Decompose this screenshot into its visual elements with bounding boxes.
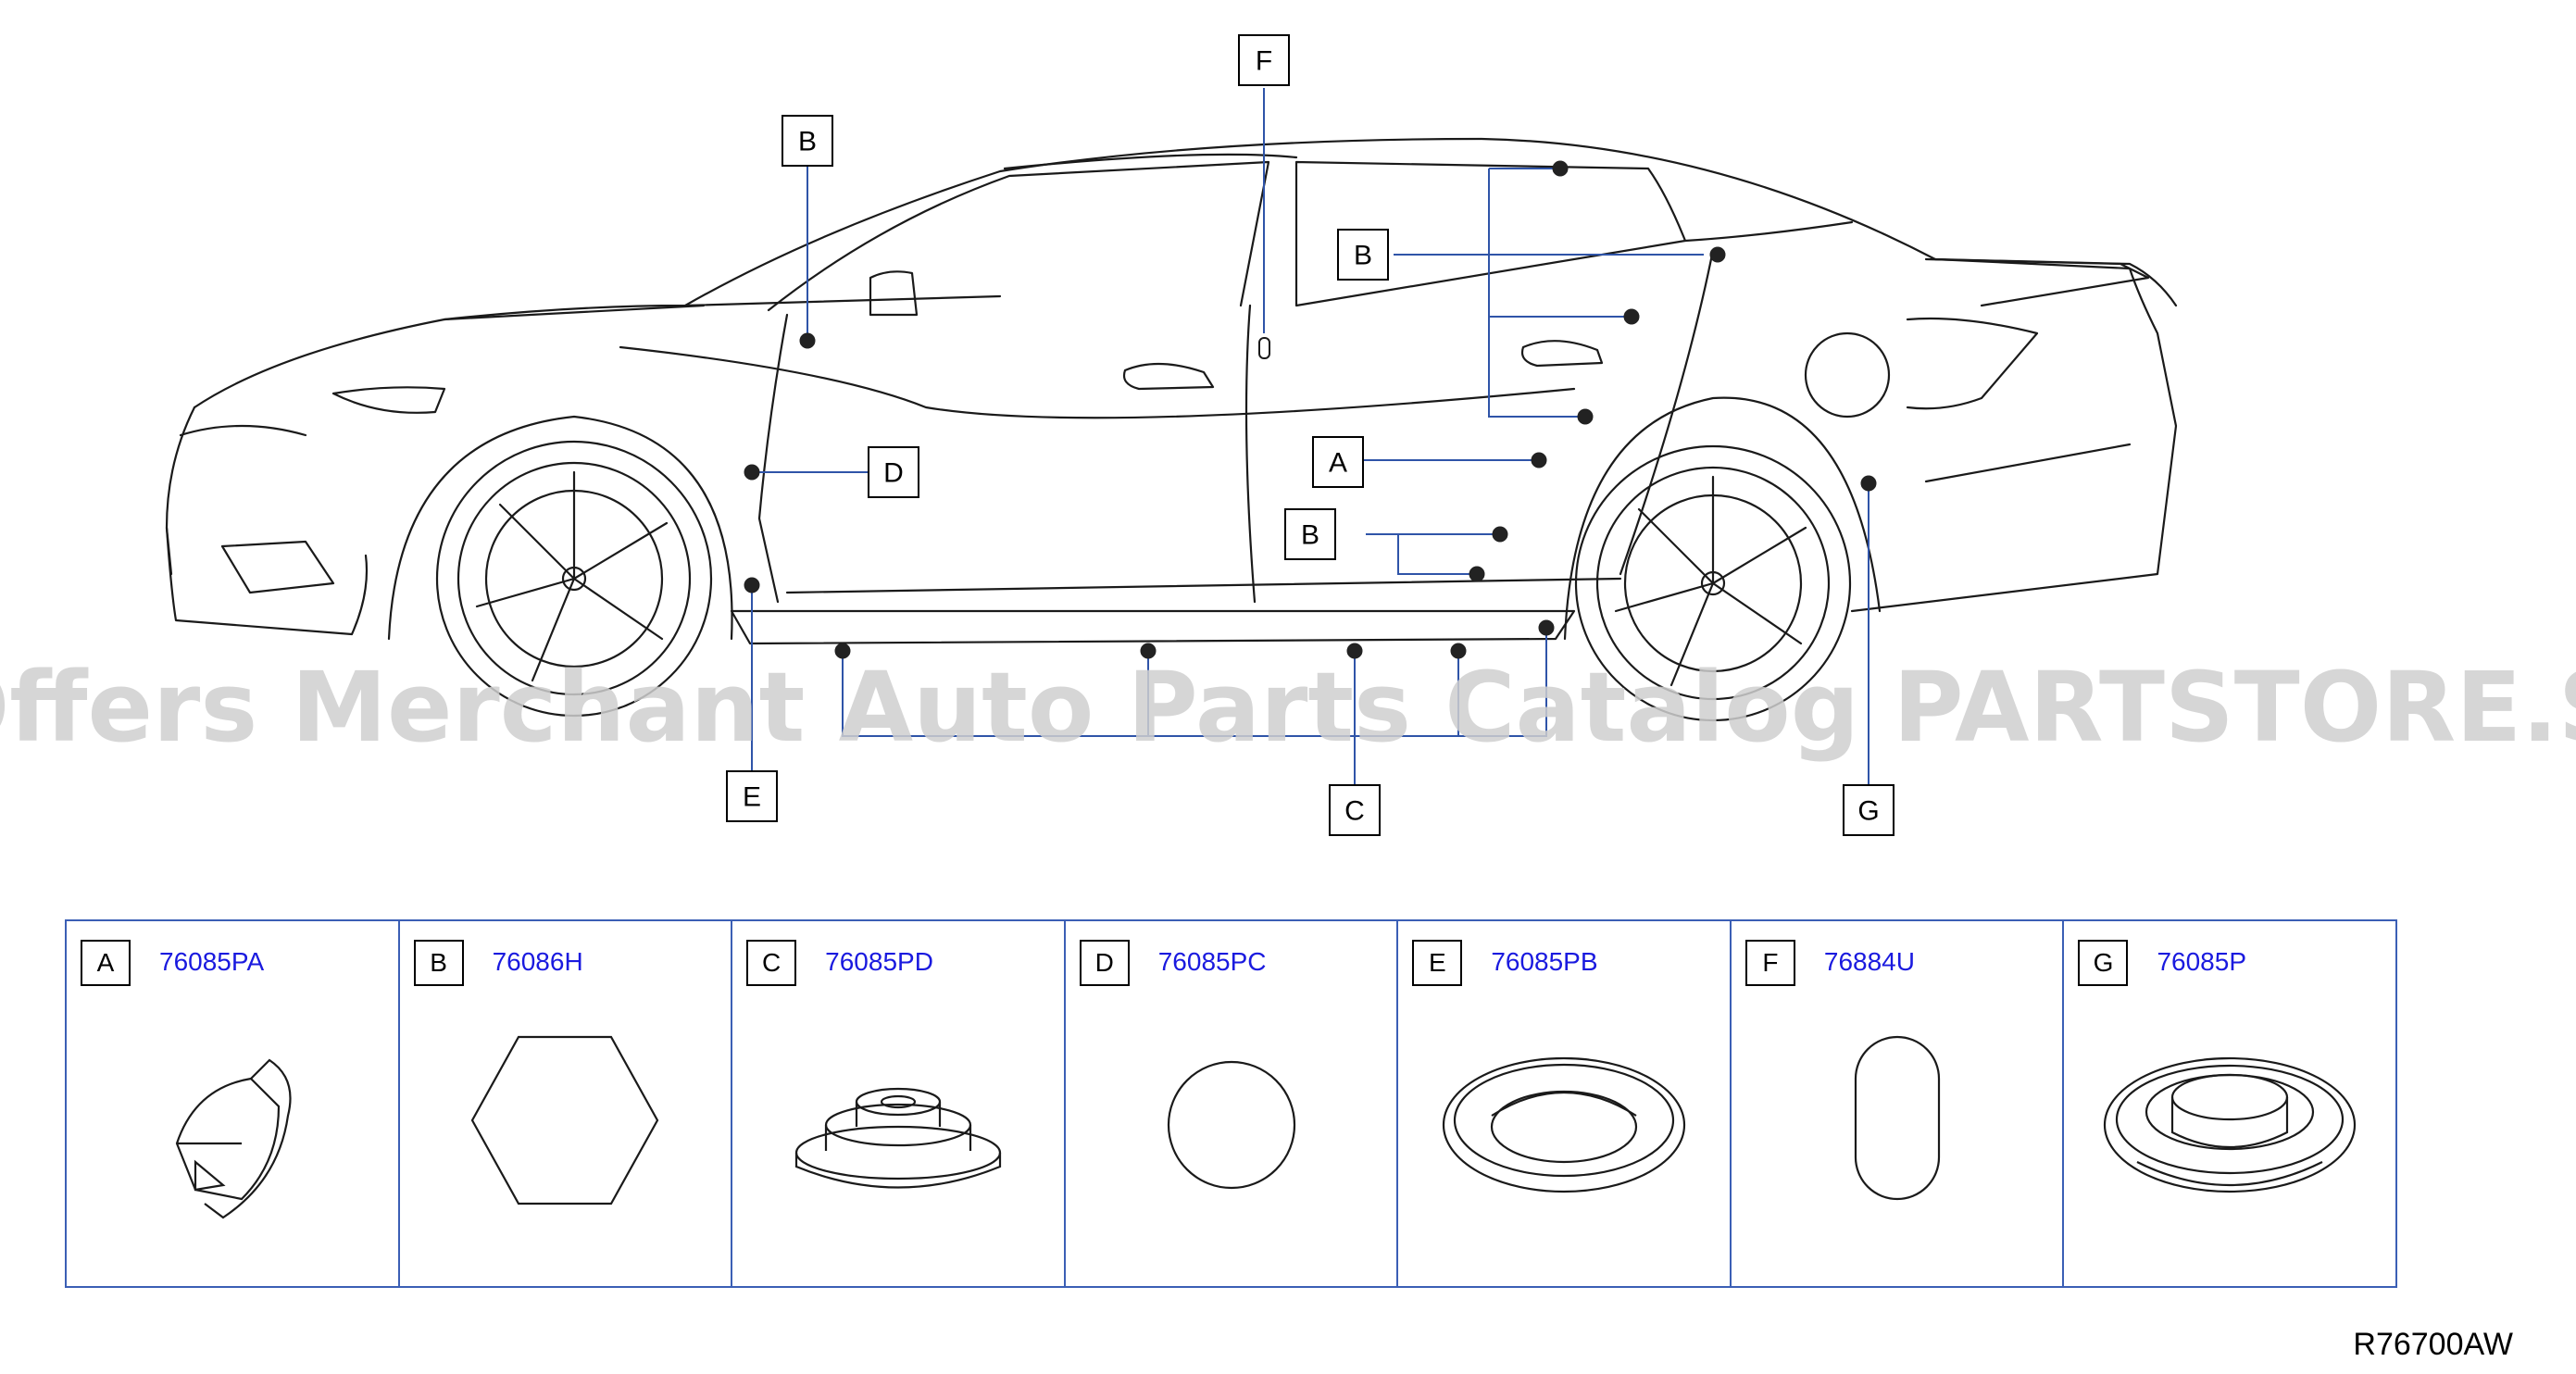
callout-g: G — [1843, 784, 1894, 836]
part-letter: C — [746, 940, 797, 986]
part-cell-f: F 76884U — [1732, 921, 2065, 1286]
callout-b-roof: B — [782, 115, 833, 167]
callout-b-rear-door: B — [1337, 229, 1389, 281]
ring-grommet-icon — [1398, 1023, 1730, 1264]
part-cell-d: D 76085PC — [1066, 921, 1399, 1286]
part-number-link[interactable]: 76884U — [1823, 947, 1915, 976]
diagram-code: R76700AW — [2353, 1327, 2513, 1362]
part-number-link[interactable]: 76085PD — [825, 947, 933, 976]
callout-a: A — [1312, 436, 1364, 488]
part-cell-b: B 76086H — [400, 921, 733, 1286]
svg-text:D: D — [883, 458, 904, 489]
car-side-diagram: F B B D A B E C G Offers Merchant Auto P… — [0, 34, 2576, 836]
svg-text:C: C — [1344, 796, 1365, 827]
svg-text:E: E — [743, 782, 761, 813]
part-letter: G — [2078, 940, 2129, 986]
flanged-plug-icon — [732, 1023, 1064, 1264]
part-letter: D — [1079, 940, 1130, 986]
callout-b-sill: B — [1284, 508, 1336, 560]
watermark: Offers Merchant Auto Parts Catalog PARTS… — [0, 651, 2576, 764]
callout-f: F — [1238, 34, 1290, 86]
part-number-link[interactable]: 76085PC — [1157, 947, 1267, 976]
part-letter: B — [413, 940, 464, 986]
svg-text:B: B — [1301, 520, 1319, 551]
part-cell-g: G 76085P — [2064, 921, 2395, 1286]
part-letter: A — [81, 940, 131, 986]
part-cell-a: A 76085PA — [67, 921, 400, 1286]
car-outline — [165, 137, 2178, 722]
part-number-link[interactable]: 76085P — [2157, 947, 2247, 976]
part-letter: F — [1744, 940, 1795, 986]
round-plug-icon — [1066, 1023, 1397, 1264]
hexagon-plug-icon — [400, 1023, 732, 1264]
callout-e: E — [726, 770, 778, 822]
part-number-link[interactable]: 76085PA — [159, 947, 265, 976]
svg-text:B: B — [1354, 241, 1372, 271]
push-clip-icon — [67, 1023, 398, 1264]
part-cell-c: C 76085PD — [732, 921, 1066, 1286]
callout-d: D — [868, 446, 919, 498]
svg-text:B: B — [798, 127, 817, 157]
oval-plug-icon — [1732, 1023, 2063, 1264]
part-number-link[interactable]: 76086H — [492, 947, 583, 976]
svg-text:F: F — [1256, 46, 1272, 77]
parts-legend-table: A 76085PA B 76086H C 76085PD — [65, 919, 2397, 1288]
part-cell-e: E 76085PB — [1398, 921, 1732, 1286]
stepped-grommet-icon — [2064, 1023, 2395, 1264]
svg-text:G: G — [1857, 796, 1879, 827]
part-number-link[interactable]: 76085PB — [1491, 947, 1598, 976]
svg-text:A: A — [1329, 448, 1347, 479]
callout-c: C — [1329, 784, 1381, 836]
leader-lines — [751, 88, 1869, 787]
part-letter: E — [1412, 940, 1463, 986]
clip-locations — [744, 160, 1877, 659]
